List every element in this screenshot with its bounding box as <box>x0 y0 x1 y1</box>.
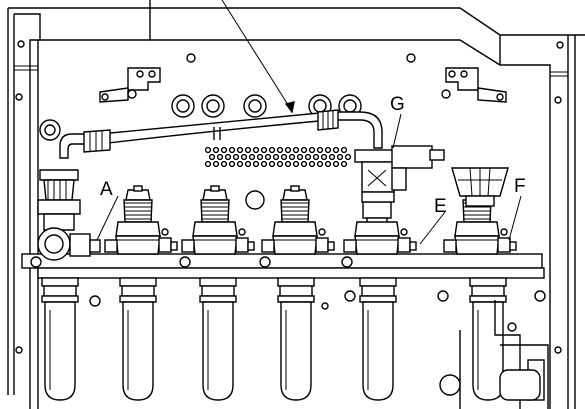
vent-hole <box>268 160 276 168</box>
outlet-pipe <box>359 277 397 401</box>
label-f: F <box>514 176 526 197</box>
leader-lines <box>96 0 522 245</box>
vent-hole <box>336 153 344 161</box>
vent-hole <box>304 153 312 161</box>
vent-hole <box>292 146 300 154</box>
valve-2 <box>104 185 178 255</box>
frame-screw-hole <box>15 346 23 354</box>
vent-hole <box>236 146 244 154</box>
vent-hole <box>296 153 304 161</box>
vent-hole <box>260 146 268 154</box>
valve-a <box>37 169 101 261</box>
vent-hole <box>252 146 260 154</box>
vent-hole <box>256 153 264 161</box>
vent-hole <box>204 160 212 168</box>
vent-hole <box>340 160 348 168</box>
vent-hole <box>332 160 340 168</box>
vent-hole <box>332 146 340 154</box>
valve-3 <box>181 185 255 255</box>
vent-hole <box>316 146 324 154</box>
frame-screw-hole <box>15 93 23 101</box>
vent-hole <box>316 160 324 168</box>
frame-screw-hole <box>554 346 562 354</box>
outlet-pipe <box>119 277 157 401</box>
valve-f <box>443 199 517 255</box>
vent-hole <box>328 153 336 161</box>
vent-hole <box>236 160 244 168</box>
vent-hole <box>208 153 216 161</box>
outlet-pipe <box>199 277 237 401</box>
vent-hole <box>228 160 236 168</box>
vent-hole <box>340 146 348 154</box>
valve-e <box>343 201 417 255</box>
vent-hole <box>320 153 328 161</box>
vent-hole <box>244 160 252 168</box>
vent-hole <box>204 146 212 154</box>
vent-hole <box>308 160 316 168</box>
vent-hole <box>276 146 284 154</box>
vent-hole <box>244 146 252 154</box>
vent-holes <box>204 146 352 168</box>
outlet-pipe <box>41 277 79 401</box>
frame-screw-hole <box>186 53 196 63</box>
vent-hole <box>300 160 308 168</box>
vent-hole <box>268 146 276 154</box>
manifold-rail <box>21 253 546 310</box>
outlet-pipe <box>277 277 315 401</box>
vent-hole <box>300 146 308 154</box>
vent-hole <box>312 153 320 161</box>
frame-screw-hole <box>406 53 416 63</box>
vent-hole <box>212 146 220 154</box>
label-a: A <box>100 179 113 200</box>
vent-hole <box>264 153 272 161</box>
vent-hole <box>276 160 284 168</box>
vent-hole <box>284 160 292 168</box>
vent-hole <box>292 160 300 168</box>
vent-hole <box>324 146 332 154</box>
vent-hole <box>344 153 352 161</box>
vent-hole <box>308 146 316 154</box>
frame-screw-hole <box>17 40 25 48</box>
vent-hole <box>284 146 292 154</box>
vent-hole <box>224 153 232 161</box>
frame-screw-hole <box>556 41 564 49</box>
vent-hole <box>248 153 256 161</box>
label-g: G <box>390 94 405 115</box>
condensate-hose <box>59 109 383 159</box>
valve-4 <box>261 185 335 255</box>
vent-hole <box>232 153 240 161</box>
vent-hole <box>272 153 280 161</box>
valve-f-filter <box>451 167 509 207</box>
vent-hole <box>216 153 224 161</box>
vent-hole <box>240 153 248 161</box>
vent-hole <box>280 153 288 161</box>
valve-g <box>354 145 445 203</box>
vent-hole <box>228 146 236 154</box>
vent-hole <box>212 160 220 168</box>
bottom-right-fittings <box>439 300 549 409</box>
boiler-housing <box>7 0 585 409</box>
vent-hole <box>324 160 332 168</box>
vent-hole <box>220 160 228 168</box>
mounting-bracket-right <box>441 67 507 103</box>
vent-hole <box>252 160 260 168</box>
vent-hole <box>288 153 296 161</box>
label-e: E <box>434 196 447 217</box>
vent-hole <box>220 146 228 154</box>
mounting-bracket-left <box>99 67 161 103</box>
inspection-hole <box>245 190 265 210</box>
frame-screw-hole <box>554 96 562 104</box>
vent-hole <box>260 160 268 168</box>
